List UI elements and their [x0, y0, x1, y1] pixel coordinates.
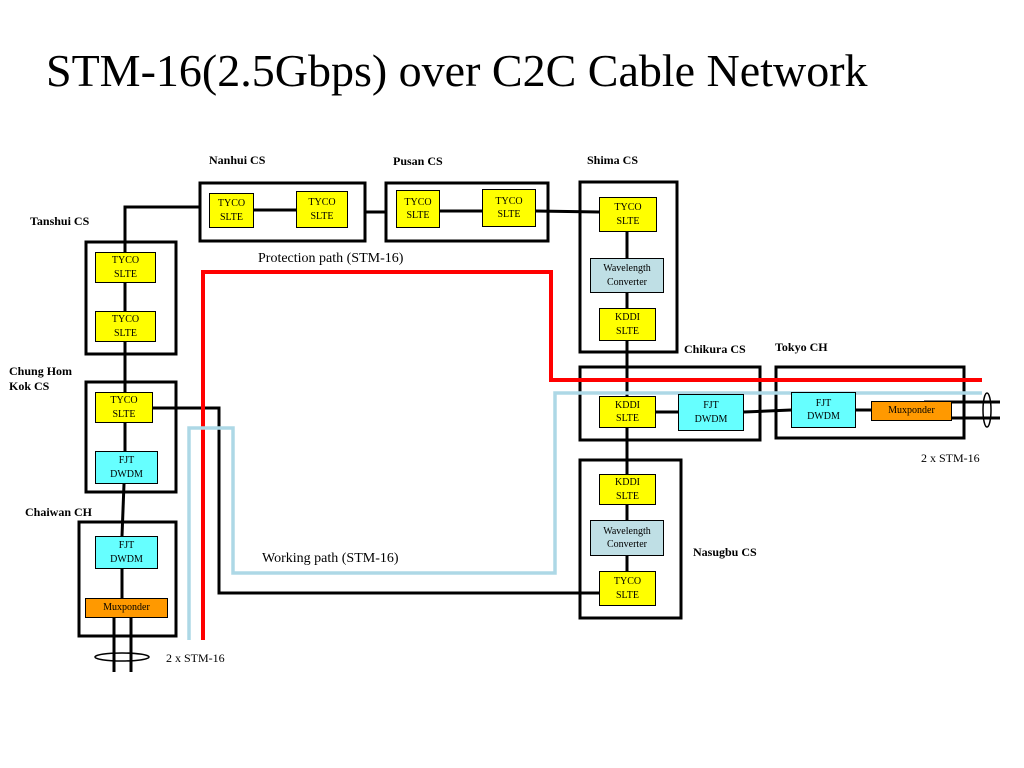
tanshui-enclosure: [84, 240, 178, 356]
nanhui-tyco-slte-2: TYCO SLTE: [296, 191, 348, 228]
right-client-note: 2 x STM-16: [921, 451, 980, 465]
chaiwan-fjt-dwdm: FJT DWDM: [95, 536, 158, 569]
chung-hom-kok-tyco-slte: TYCO SLTE: [95, 392, 153, 423]
page-title: STM-16(2.5Gbps) over C2C Cable Network: [46, 45, 868, 96]
nasugbu-kddi-slte: KDDI SLTE: [599, 474, 656, 505]
nasugbu-wavelength-converter: Wavelength Converter: [590, 520, 664, 556]
chaiwan-enclosure: [77, 520, 178, 638]
tanshui-tyco-slte-1: TYCO SLTE: [95, 252, 156, 283]
tokyo-fjt-dwdm: FJT DWDM: [791, 392, 856, 428]
site-label-nanhui: Nanhui CS: [209, 153, 266, 167]
protection-path-line: [201, 270, 982, 640]
protection-path-label: Protection path (STM-16): [258, 251, 404, 266]
fibre-links: [112, 205, 1000, 672]
nasugbu-enclosure: [578, 458, 683, 620]
chung-hom-kok-enclosure: [84, 380, 178, 494]
site-label-shima: Shima CS: [587, 153, 639, 167]
pusan-tyco-slte-2: TYCO SLTE: [482, 189, 536, 227]
shima-tyco-slte: TYCO SLTE: [599, 197, 657, 232]
shima-wavelength-converter: Wavelength Converter: [590, 258, 664, 293]
bottom-client-note: 2 x STM-16: [166, 651, 225, 665]
tanshui-tyco-slte-2: TYCO SLTE: [95, 311, 156, 342]
site-label-tokyo: Tokyo CH: [775, 340, 828, 354]
bottom-client-ellipse: [94, 652, 150, 662]
chung-hom-kok-fjt-dwdm: FJT DWDM: [95, 451, 158, 484]
site-label-chikura: Chikura CS: [684, 342, 746, 356]
working-path-label: Working path (STM-16): [262, 551, 399, 566]
site-label-pusan: Pusan CS: [393, 154, 443, 168]
site-label-chaiwan: Chaiwan CH: [25, 505, 93, 519]
site-label-chung-hom-kok: Chung Hom Kok CS: [9, 364, 73, 393]
chaiwan-muxponder: Muxponder: [85, 598, 168, 618]
tokyo-muxponder: Muxponder: [871, 401, 952, 421]
chikura-kddi-slte: KDDI SLTE: [599, 396, 656, 428]
right-client-ellipse: [982, 392, 992, 428]
working-path-line: [187, 391, 982, 640]
nanhui-tyco-slte-1: TYCO SLTE: [209, 193, 254, 228]
chikura-fjt-dwdm: FJT DWDM: [678, 394, 744, 431]
shima-kddi-slte: KDDI SLTE: [599, 308, 656, 341]
site-label-tanshui: Tanshui CS: [30, 214, 90, 228]
chikura-enclosure: [578, 365, 762, 442]
nasugbu-tyco-slte: TYCO SLTE: [599, 571, 656, 606]
site-label-nasugbu: Nasugbu CS: [693, 545, 757, 559]
pusan-tyco-slte-1: TYCO SLTE: [396, 190, 440, 228]
